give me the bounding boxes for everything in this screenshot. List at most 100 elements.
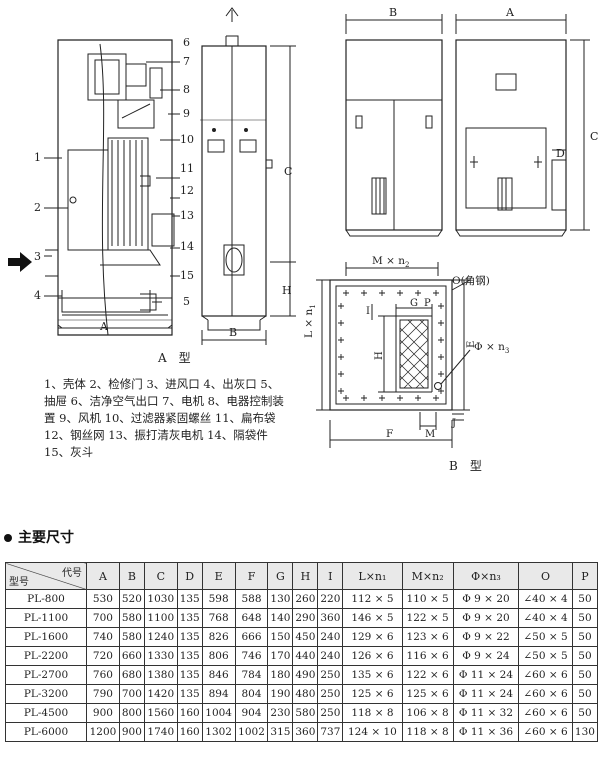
- b-i: I: [366, 306, 370, 317]
- table-cell: 220: [317, 589, 344, 609]
- caption-a: A 型: [157, 351, 191, 365]
- inlet-arrow: [8, 252, 32, 272]
- table-cell: 360: [317, 608, 344, 628]
- elevation-b: [345, 14, 443, 237]
- table-cell: 784: [234, 665, 269, 685]
- bolt-mark: [343, 290, 349, 296]
- label-3: 3: [34, 250, 41, 263]
- table-cell: 846: [201, 665, 236, 685]
- table-cell: 50: [571, 589, 599, 609]
- table-cell: 904: [234, 703, 269, 723]
- side-view-a: [44, 39, 180, 336]
- label-5: 5: [183, 295, 190, 308]
- bolt-mark: [379, 395, 385, 401]
- table-cell: 190: [267, 684, 294, 704]
- table-cell: 1100: [143, 608, 178, 628]
- table-cell: 1560: [143, 703, 178, 723]
- elevation-a: [455, 14, 590, 237]
- table-cell: 680: [118, 665, 145, 685]
- table-cell: 50: [571, 646, 599, 666]
- b-g: G: [410, 298, 418, 309]
- caption-b: B 型: [449, 459, 482, 473]
- table-cell: 740: [86, 627, 120, 647]
- table-cell: 125 × 6: [401, 684, 454, 704]
- column-header: E: [201, 562, 236, 590]
- table-cell: Φ 9 × 20: [452, 608, 520, 628]
- table-cell: 118 × 8: [401, 722, 454, 742]
- label-14: 14: [180, 240, 194, 253]
- table-cell: 250: [317, 684, 344, 704]
- model-cell: PL-2200: [5, 646, 87, 666]
- table-cell: 1240: [143, 627, 178, 647]
- table-cell: ∠60 × 6: [518, 703, 573, 723]
- b-ln: L × n1: [303, 304, 317, 338]
- section-title: 主要尺寸: [4, 527, 74, 547]
- table-cell: 126 × 6: [342, 646, 403, 666]
- column-header: I: [317, 562, 344, 590]
- model-cell: PL-800: [5, 589, 87, 609]
- table-cell: 1420: [143, 684, 178, 704]
- bolt-mark: [438, 354, 444, 360]
- table-cell: 110 × 5: [401, 589, 454, 609]
- table-cell: 130: [571, 722, 599, 742]
- table-cell: 900: [118, 722, 145, 742]
- table-cell: 140: [267, 608, 294, 628]
- table-cell: 360: [292, 722, 319, 742]
- table-cell: 260: [292, 589, 319, 609]
- table-cell: 720: [86, 646, 120, 666]
- label-7: 7: [183, 55, 190, 68]
- model-cell: PL-6000: [5, 722, 87, 742]
- table-cell: ∠60 × 6: [518, 684, 573, 704]
- table-cell: 894: [201, 684, 236, 704]
- table-cell: 50: [571, 684, 599, 704]
- table-cell: 50: [571, 665, 599, 685]
- dim-b-elev: B: [389, 6, 397, 19]
- bolt-mark: [438, 320, 444, 326]
- table-cell: 124 × 10: [342, 722, 403, 742]
- table-cell: ∠40 × 4: [518, 589, 573, 609]
- table-cell: 240: [317, 646, 344, 666]
- table-cell: 530: [86, 589, 120, 609]
- table-cell: 790: [86, 684, 120, 704]
- plan-view-b: [316, 262, 471, 448]
- table-cell: 1330: [143, 646, 178, 666]
- table-cell: 135: [176, 646, 203, 666]
- table-cell: 123 × 6: [401, 627, 454, 647]
- table-cell: 490: [292, 665, 319, 685]
- table-cell: 125 × 6: [342, 684, 403, 704]
- table-cell: 230: [267, 703, 294, 723]
- table-cell: 116 × 6: [401, 646, 454, 666]
- table-cell: 826: [201, 627, 236, 647]
- table-corner-cell: 代号 型号: [5, 562, 87, 590]
- b-phi: Φ × n3: [474, 341, 509, 355]
- model-cell: PL-3200: [5, 684, 87, 704]
- dim-a-side: A: [99, 320, 109, 333]
- table-cell: 800: [118, 703, 145, 723]
- table-cell: ∠60 × 6: [518, 722, 573, 742]
- column-header: G: [267, 562, 294, 590]
- b-o: O(角钢): [452, 274, 490, 287]
- b-h: H: [374, 351, 385, 360]
- table-cell: 240: [317, 627, 344, 647]
- technical-drawing: 1 2 3 4 5 6 7 8 9 10 11 12 13 14 15 A B …: [8, 6, 598, 473]
- bolt-mark: [438, 303, 444, 309]
- dim-h-front: H: [282, 284, 292, 297]
- bolt-mark: [343, 395, 349, 401]
- label-15: 15: [180, 269, 194, 282]
- dim-d-elev: D: [556, 147, 565, 160]
- table-cell: 146 × 5: [342, 608, 403, 628]
- label-4: 4: [34, 289, 41, 302]
- table-cell: 480: [292, 684, 319, 704]
- table-cell: 250: [317, 703, 344, 723]
- table-cell: Φ 9 × 24: [452, 646, 520, 666]
- model-cell: PL-1600: [5, 627, 87, 647]
- bolt-mark: [433, 395, 439, 401]
- bolt-mark: [338, 371, 344, 377]
